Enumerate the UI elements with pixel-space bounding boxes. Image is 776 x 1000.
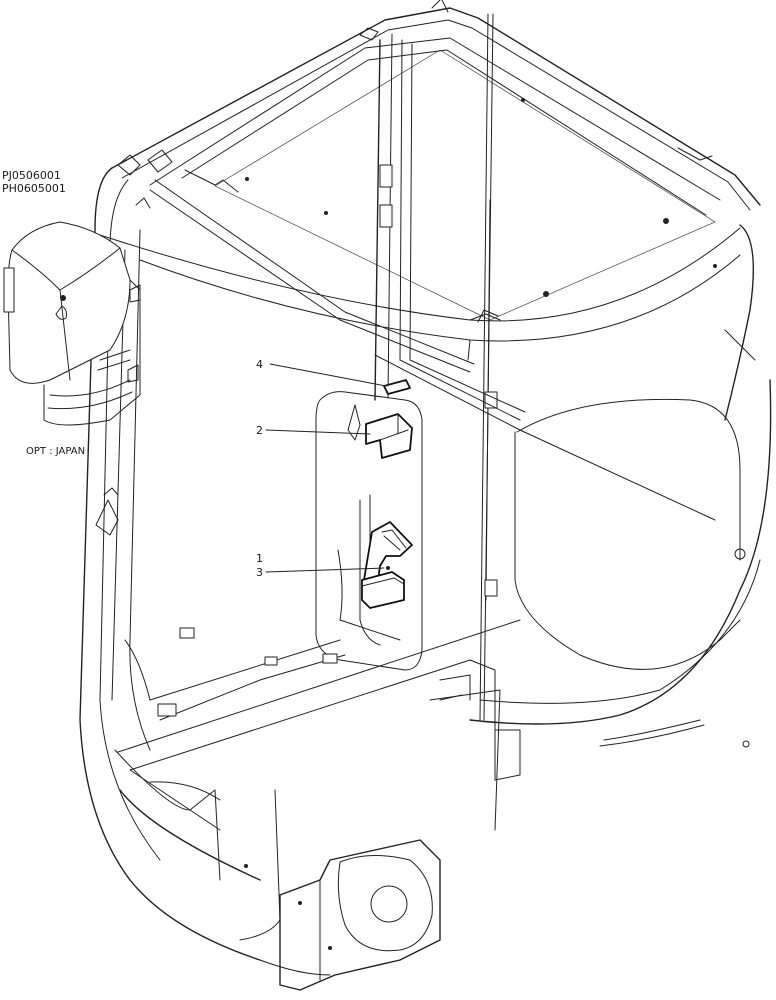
callout-3-label: 3	[256, 566, 263, 579]
callout-1: 1	[256, 552, 263, 565]
option-label: OPT : JAPAN	[26, 446, 85, 457]
floor-duct-box	[259, 839, 441, 991]
floor-frame	[117, 619, 521, 950]
part-1-3-bracket	[361, 521, 413, 609]
antenna-rod	[477, 13, 499, 721]
callout-1-label: 1	[256, 552, 263, 565]
part-4-plate	[383, 379, 411, 395]
callout-2: 2	[256, 424, 371, 437]
rear-curved-panel	[99, 224, 772, 748]
callout-3: 3	[256, 566, 385, 579]
roof-frame	[111, 0, 761, 321]
diagram-code-1: PJ0506001	[2, 169, 61, 182]
callout-4: 4	[256, 358, 387, 387]
pillar-hinges	[117, 149, 173, 383]
callout-2-label: 2	[256, 424, 263, 437]
callout-4-label: 4	[256, 358, 263, 371]
antenna-upper-arm	[149, 179, 716, 521]
door-rear-pillar	[374, 33, 526, 421]
diagram-code-2: PH0605001	[2, 182, 66, 195]
opt-japan-accessory	[3, 221, 141, 426]
center-panel	[315, 391, 423, 671]
part-2-clip	[365, 413, 413, 459]
